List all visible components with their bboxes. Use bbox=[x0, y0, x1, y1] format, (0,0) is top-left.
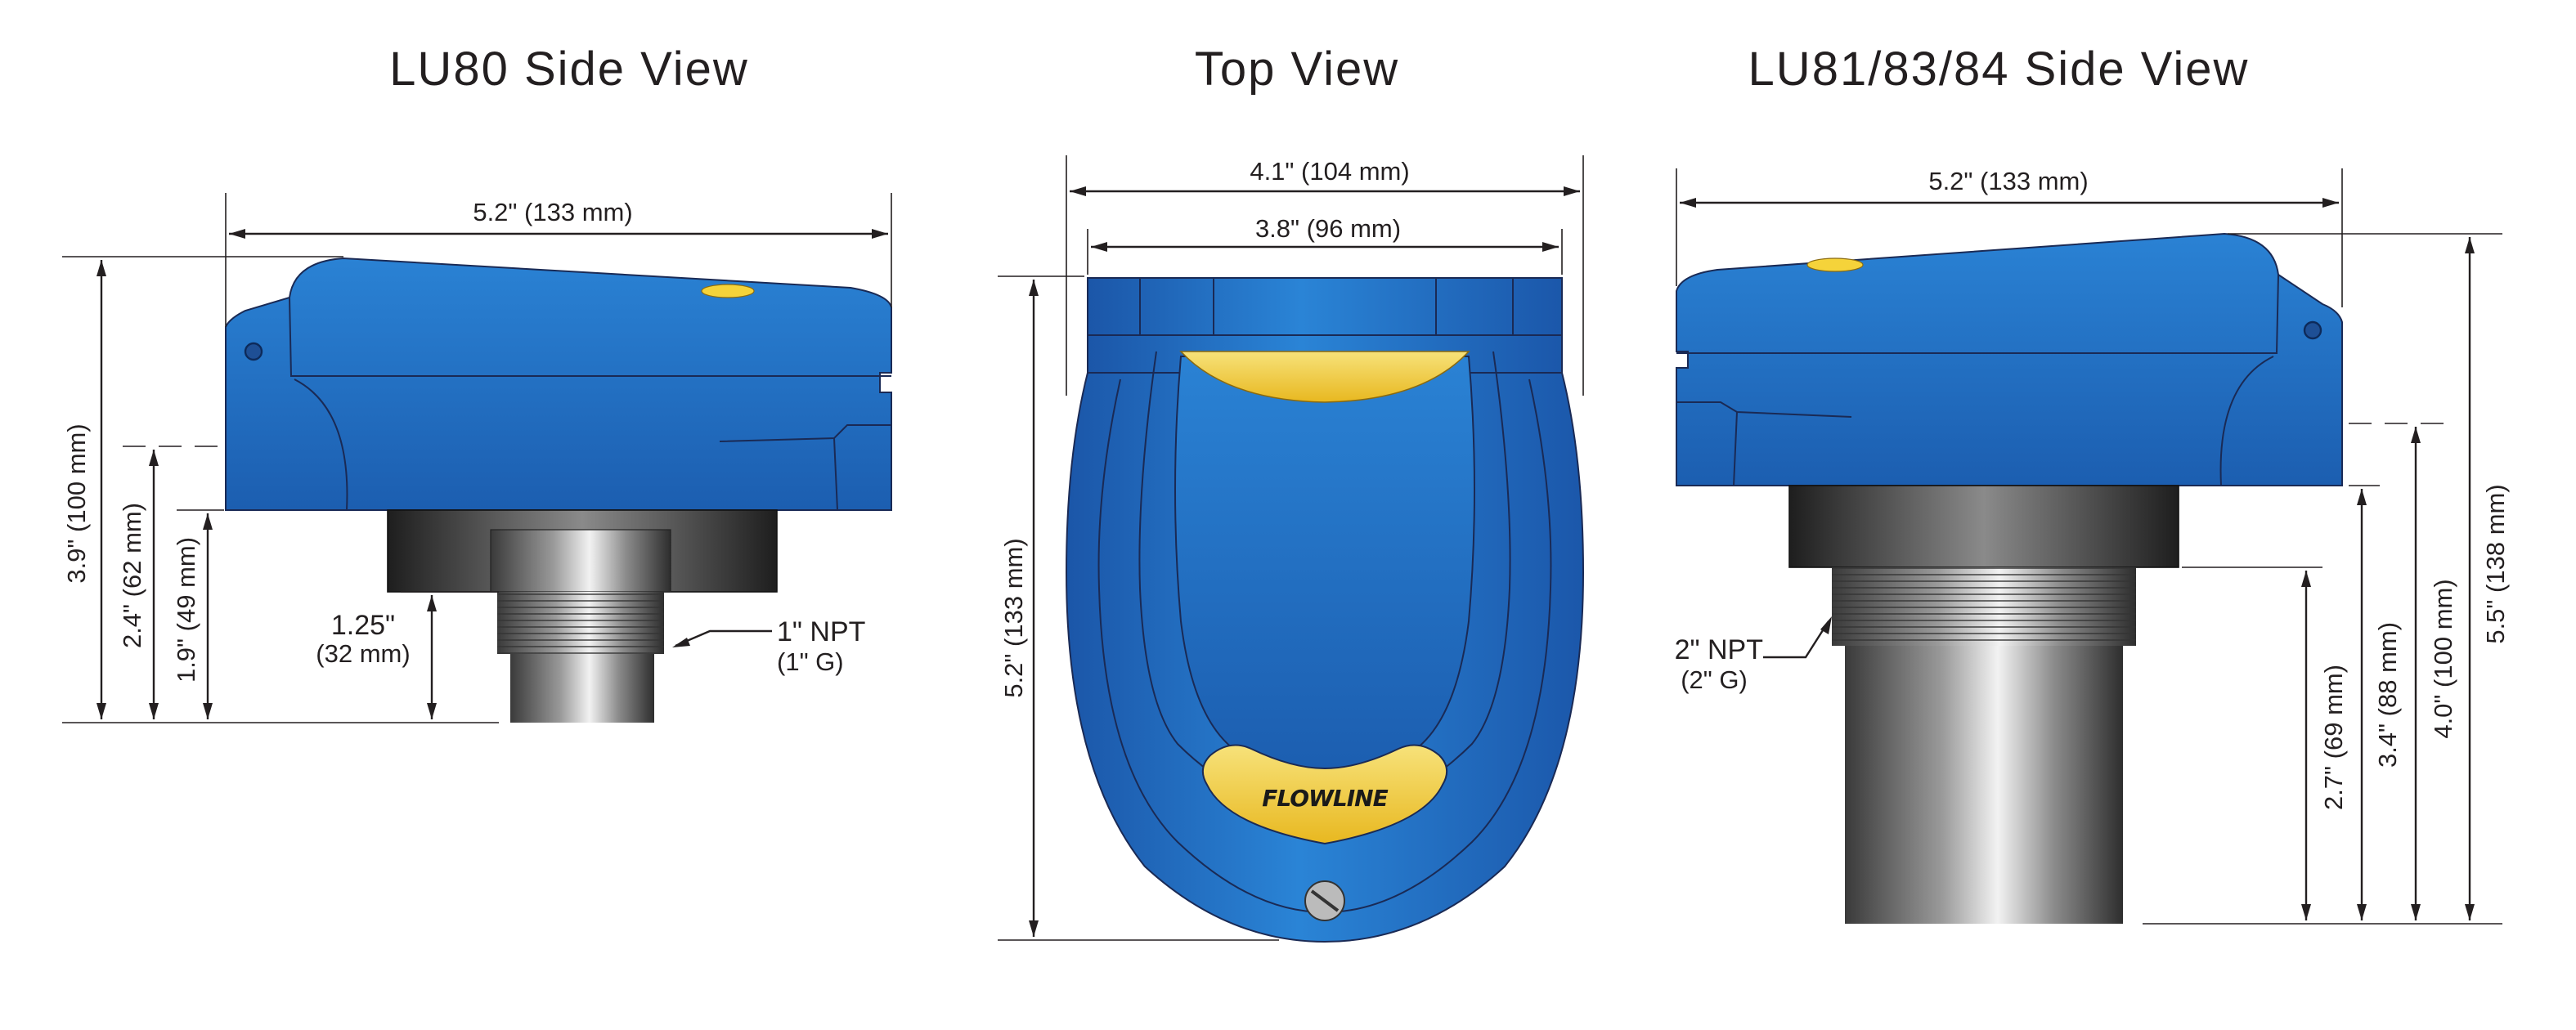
lu81-height-100: 4.0" (100 mm) bbox=[2429, 579, 2457, 738]
lu80-width-label: 5.2" (133 mm) bbox=[473, 198, 632, 226]
lu80-height-49: 1.9" (49 mm) bbox=[172, 537, 200, 683]
title-top-view: Top View bbox=[1195, 43, 1399, 96]
top-view-width-outer: 4.1" (104 mm) bbox=[1250, 157, 1409, 186]
title-lu80-side: LU80 Side View bbox=[389, 43, 749, 96]
lu81-side-view: 5.2" (133 mm) 2" NPT (2" G) 2.7" (69 mm)… bbox=[1675, 167, 2510, 925]
lu81-width-label: 5.2" (133 mm) bbox=[1928, 167, 2088, 195]
title-lu81-side: LU81/83/84 Side View bbox=[1748, 43, 2250, 96]
lu80-thread-len-mm: (32 mm) bbox=[316, 639, 410, 668]
lu80-stem bbox=[510, 654, 654, 723]
lu80-height-total: 3.9" (100 mm) bbox=[62, 423, 91, 583]
lu81-height-138: 5.5" (138 mm) bbox=[2481, 484, 2510, 643]
lu81-collar bbox=[1788, 485, 2179, 568]
lu81-g-label: (2" G) bbox=[1681, 665, 1748, 694]
flowline-badge bbox=[1201, 744, 1448, 845]
lu80-button bbox=[701, 284, 755, 298]
lu81-height-69: 2.7" (69 mm) bbox=[2319, 665, 2348, 810]
lu81-npt-label: 2" NPT bbox=[1675, 634, 1763, 665]
top-view-display-window bbox=[1179, 351, 1470, 403]
lu80-side-view: 5.2" (133 mm) 3.9" (100 mm) 2.4" (62 mm)… bbox=[62, 193, 892, 723]
flowline-logo: FLOWLINE bbox=[1262, 785, 1388, 812]
lu80-g-label: (1" G) bbox=[777, 647, 844, 676]
lu81-stem bbox=[1845, 646, 2123, 924]
lu80-thread-len-in: 1.25" bbox=[331, 610, 395, 641]
lu80-npt-label: 1" NPT bbox=[777, 616, 865, 647]
lu81-height-88: 3.4" (88 mm) bbox=[2373, 622, 2402, 768]
lu80-height-62: 2.4" (62 mm) bbox=[118, 503, 146, 648]
top-view-width-inner: 3.8" (96 mm) bbox=[1255, 214, 1401, 243]
lu81-button bbox=[1806, 258, 1864, 272]
top-view: FLOWLINE 4.1" (104 mm) 3.8" (96 mm) 5.2"… bbox=[998, 155, 1585, 943]
lu81-housing bbox=[1676, 232, 2343, 486]
lu80-housing bbox=[225, 257, 892, 511]
top-view-length: 5.2" (133 mm) bbox=[999, 538, 1028, 697]
